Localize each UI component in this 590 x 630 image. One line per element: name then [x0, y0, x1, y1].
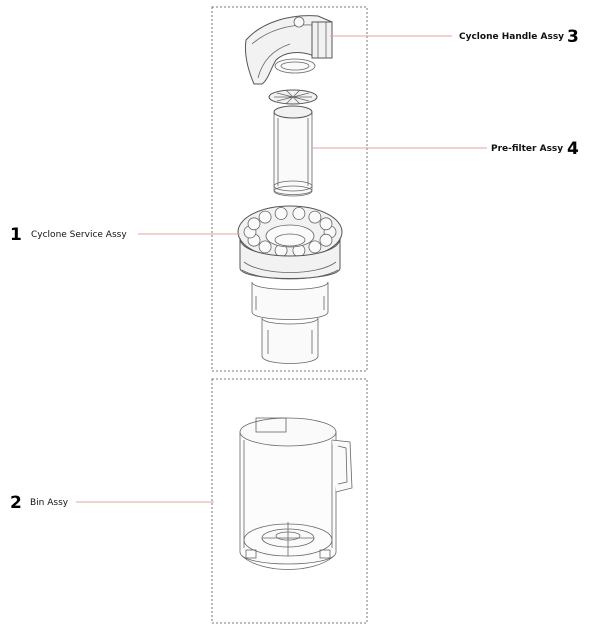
- callout-label-1: Cyclone Service Assy: [31, 230, 127, 240]
- callout-number-1: 1: [10, 225, 22, 245]
- callout-number-2: 2: [10, 493, 22, 513]
- pre-filter-drawing: [268, 89, 318, 197]
- bin-drawing: [239, 417, 353, 570]
- cyclone-handle-drawing: [245, 15, 333, 85]
- cyclone-cone: [308, 240, 322, 254]
- cyclone-cone: [247, 217, 261, 231]
- cyclone-cone: [258, 210, 272, 224]
- callout-label-3: Cyclone Handle Assy: [459, 32, 564, 42]
- callout-label-2: Bin Assy: [30, 498, 69, 508]
- cyclone-cone: [292, 207, 306, 220]
- cyclone-service-drawing: [237, 205, 343, 364]
- callout-number-3: 3: [567, 27, 579, 47]
- cyclone-cone: [258, 240, 272, 254]
- cyclone-cone: [319, 233, 333, 247]
- callout-number-4: 4: [567, 139, 579, 159]
- cyclone-cone: [308, 210, 322, 224]
- cyclone-cone: [319, 217, 333, 231]
- bin-group-box: [211, 378, 368, 624]
- cyclone-group-box: [211, 6, 368, 372]
- cyclone-cone: [274, 207, 288, 220]
- callout-label-4: Pre-filter Assy: [491, 144, 563, 154]
